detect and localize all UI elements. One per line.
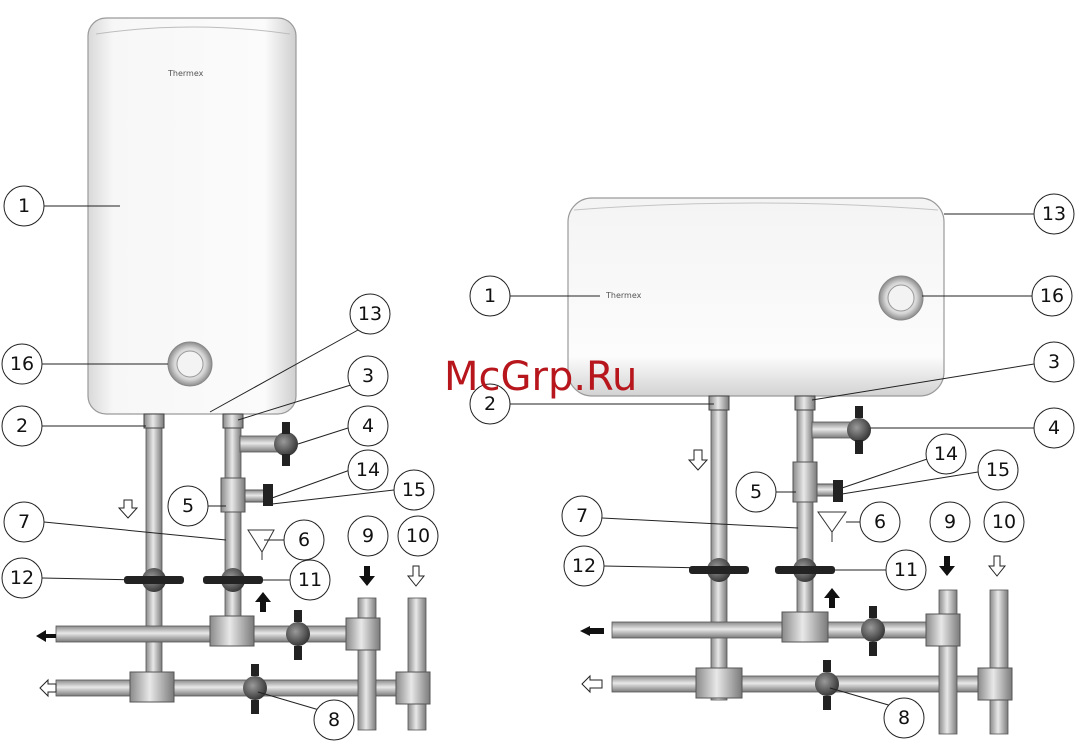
left-arrow-icon (36, 630, 56, 642)
svg-text:14: 14 (934, 443, 958, 465)
svg-text:7: 7 (18, 511, 30, 533)
callout-4: 4 (348, 406, 388, 446)
callout-1: 1 (470, 276, 510, 316)
svg-text:9: 9 (362, 525, 374, 547)
down-arrow-outline-icon (989, 556, 1005, 576)
callout-16: 16 (1032, 276, 1072, 316)
callout-13: 13 (1034, 194, 1074, 234)
svg-text:6: 6 (874, 511, 886, 533)
callout-7: 7 (562, 496, 602, 536)
svg-text:1: 1 (484, 285, 496, 307)
callout-12: 12 (2, 558, 42, 598)
svg-text:5: 5 (182, 495, 194, 517)
callout-10: 10 (984, 502, 1024, 542)
svg-text:12: 12 (10, 567, 34, 589)
callout-16: 16 (2, 344, 42, 384)
callout-15: 15 (394, 470, 434, 510)
callout-8: 8 (314, 700, 354, 740)
valve-icon (286, 610, 310, 660)
valve-icon (815, 660, 839, 710)
svg-text:1: 1 (18, 195, 30, 217)
svg-text:10: 10 (406, 525, 430, 547)
brand-logo: Thermex (167, 69, 204, 78)
callout-6: 6 (284, 520, 324, 560)
callout-15: 15 (978, 450, 1018, 490)
svg-text:6: 6 (298, 529, 310, 551)
drain-funnel-icon (818, 512, 846, 542)
left-arrow-outline-icon (582, 676, 602, 692)
svg-text:10: 10 (992, 511, 1016, 533)
up-arrow-icon (255, 592, 271, 612)
svg-text:7: 7 (576, 505, 588, 527)
callout-14: 14 (348, 450, 388, 490)
valve-icon (689, 558, 749, 582)
down-arrow-icon (939, 556, 955, 576)
callout-10: 10 (398, 516, 438, 556)
callout-2: 2 (2, 406, 42, 446)
brand-logo: Thermex (605, 291, 642, 300)
down-arrow-outline-icon (119, 500, 137, 518)
callout-8: 8 (884, 698, 924, 738)
up-arrow-icon (824, 588, 840, 608)
callout-5: 5 (168, 486, 208, 526)
safety-valve-icon (263, 484, 273, 506)
svg-text:16: 16 (10, 353, 34, 375)
svg-text:13: 13 (1042, 203, 1066, 225)
watermark: McGrp.Ru (444, 354, 637, 400)
svg-text:5: 5 (750, 481, 762, 503)
callout-9: 9 (348, 516, 388, 556)
callout-6: 6 (860, 502, 900, 542)
callout-11: 11 (290, 560, 330, 600)
svg-text:8: 8 (328, 709, 340, 731)
svg-text:4: 4 (1048, 417, 1060, 439)
callout-7: 7 (4, 502, 44, 542)
svg-text:3: 3 (1048, 351, 1060, 373)
right-figure: Thermex (470, 194, 1074, 738)
svg-text:2: 2 (16, 415, 28, 437)
callout-5: 5 (736, 472, 776, 512)
svg-text:12: 12 (572, 555, 596, 577)
svg-text:16: 16 (1040, 285, 1064, 307)
drain-funnel-icon (248, 530, 274, 560)
safety-valve-icon (833, 480, 843, 502)
valve-icon (861, 606, 885, 656)
svg-text:13: 13 (358, 303, 382, 325)
valve-icon (847, 406, 871, 454)
callout-11: 11 (886, 550, 926, 590)
svg-text:11: 11 (894, 559, 918, 581)
svg-text:4: 4 (362, 415, 374, 437)
valve-icon (274, 422, 298, 466)
down-arrow-outline-icon (689, 450, 707, 470)
svg-text:14: 14 (356, 459, 380, 481)
control-knob-icon (168, 342, 212, 386)
callout-1: 1 (4, 186, 44, 226)
callout-3: 3 (1034, 342, 1074, 382)
left-arrow-outline-icon (40, 680, 56, 696)
callout-13: 13 (350, 294, 390, 334)
svg-text:15: 15 (986, 459, 1010, 481)
svg-text:15: 15 (402, 479, 426, 501)
left-arrow-icon (580, 626, 604, 636)
left-figure: Thermex (2, 18, 438, 740)
svg-text:8: 8 (898, 707, 910, 729)
callout-12: 12 (564, 546, 604, 586)
callout-4: 4 (1034, 408, 1074, 448)
svg-text:3: 3 (362, 365, 374, 387)
callout-3: 3 (348, 356, 388, 396)
callout-9: 9 (930, 502, 970, 542)
svg-text:11: 11 (298, 569, 322, 591)
valve-icon (243, 664, 267, 714)
control-knob-icon (879, 276, 923, 320)
callout-14: 14 (926, 434, 966, 474)
svg-text:9: 9 (944, 511, 956, 533)
down-arrow-icon (359, 566, 375, 586)
down-arrow-outline-icon (408, 566, 424, 586)
